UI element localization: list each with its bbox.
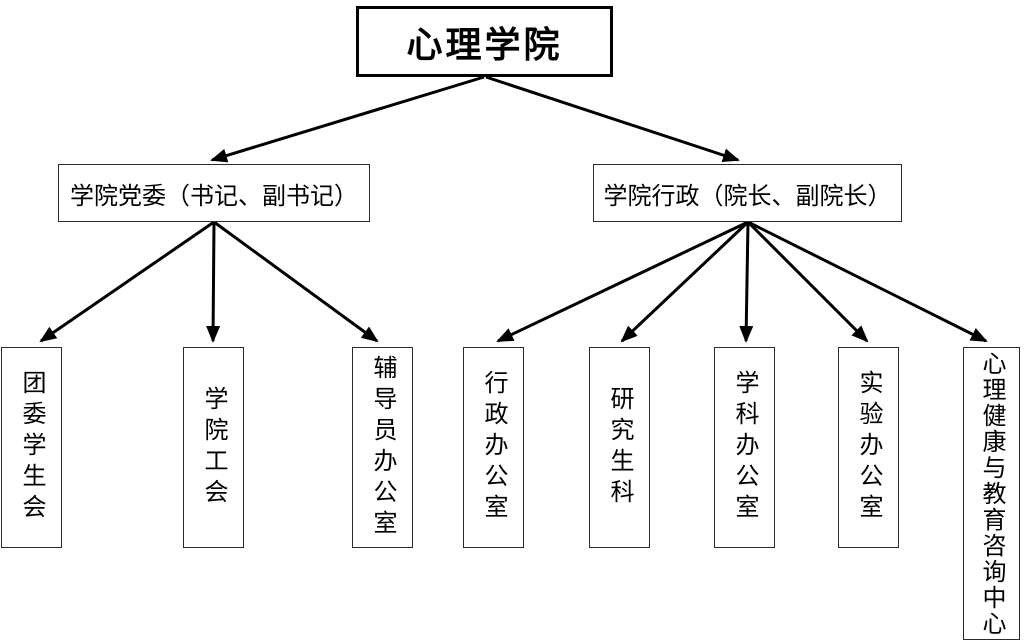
branch-box-administration: 学院行政（院长、副院长） — [593, 164, 902, 222]
dept-label-graduate-section: 研究生科 — [606, 385, 632, 510]
branch-box-party-committee: 学院党委（书记、副书记） — [58, 164, 370, 222]
dept-box-mental-health-center: 心理健康与教育咨询中心 — [963, 347, 1020, 640]
dept-box-counselor-office: 辅导员办公室 — [352, 347, 413, 548]
arrow-party-to-youth-league — [39, 220, 215, 343]
arrow-root-to-party — [210, 75, 485, 163]
arrow-admin-to-discipline-office — [739, 221, 754, 343]
arrow-root-to-admin — [485, 75, 740, 162]
arrow-admin-to-mental-health-center — [747, 220, 988, 343]
dept-box-graduate-section: 研究生科 — [589, 347, 650, 548]
dept-label-youth-league-student-union: 团委学生会 — [18, 370, 44, 525]
dept-box-college-labor-union: 学院工会 — [183, 347, 244, 548]
dept-label-counselor-office: 辅导员办公室 — [369, 354, 395, 541]
arrow-party-to-counselor-office — [213, 220, 379, 343]
arrow-party-to-labor-union — [206, 221, 221, 343]
dept-box-youth-league-student-union: 团委学生会 — [1, 347, 62, 548]
branch-label-administration: 学院行政（院长、副院长） — [603, 183, 892, 210]
dept-label-laboratory-office: 实验办公室 — [855, 370, 881, 525]
arrow-admin-to-administrative-office — [496, 220, 749, 343]
arrow-admin-to-laboratory-office — [746, 220, 869, 343]
dept-label-college-labor-union: 学院工会 — [200, 385, 226, 510]
dept-label-discipline-office: 学科办公室 — [731, 370, 757, 525]
dept-box-discipline-office: 学科办公室 — [714, 347, 775, 548]
dept-label-mental-health-center: 心理健康与教育咨询中心 — [978, 350, 1004, 637]
arrow-admin-to-graduate-section — [620, 220, 750, 343]
org-root-box: 心理学院 — [356, 6, 613, 77]
branch-label-party-committee: 学院党委（书记、副书记） — [70, 183, 358, 210]
dept-box-laboratory-office: 实验办公室 — [838, 347, 899, 548]
dept-label-administrative-office: 行政办公室 — [480, 370, 506, 525]
dept-box-administrative-office: 行政办公室 — [463, 347, 524, 548]
org-root-label: 心理学院 — [406, 23, 563, 65]
